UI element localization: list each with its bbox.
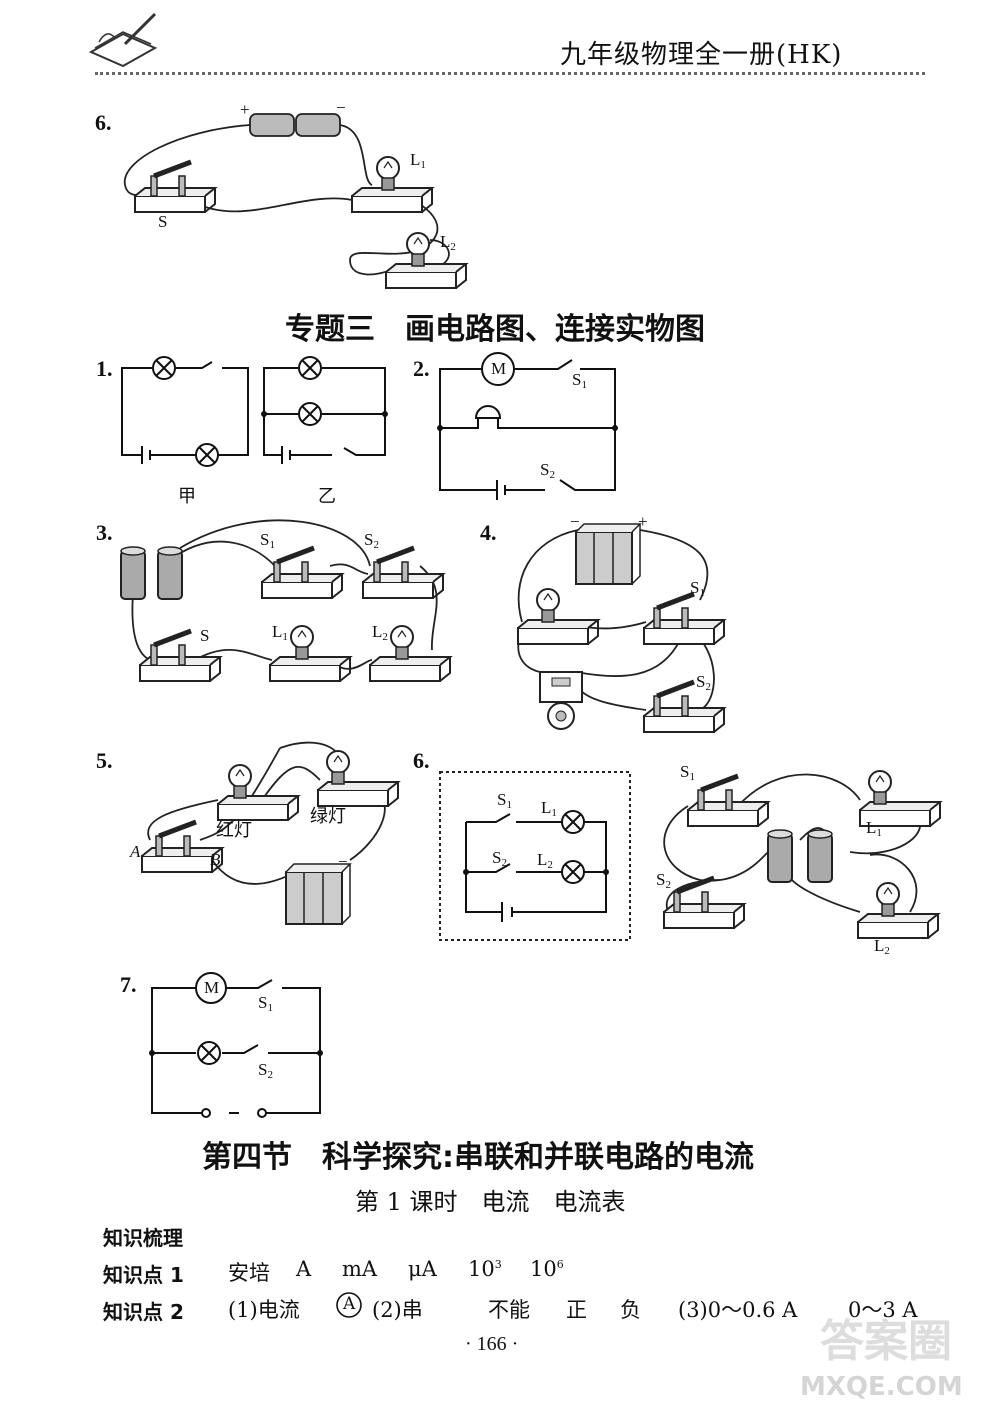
watermark-url: MXQE.COM <box>800 1372 963 1402</box>
kp1-unit-ampere: 安培 <box>228 1261 270 1285</box>
q3-l1-label: L1 <box>272 622 288 643</box>
topic3-title: 专题三 画电路图、连接实物图 <box>285 312 705 347</box>
top-lamp1-label: L1 <box>410 150 426 171</box>
notebook-pencil-icon <box>88 12 158 68</box>
header-logo <box>85 8 165 72</box>
kp1-ten-power-3: 103 <box>468 1257 502 1281</box>
header-rule <box>95 72 925 75</box>
kp1-ua: μA <box>408 1257 437 1281</box>
q6-dotted-frame <box>439 771 631 941</box>
kp2-range-small: (3)0～0.6 A <box>678 1298 798 1322</box>
q1-jia-circuit <box>121 361 249 464</box>
q6-circuit-diagram <box>465 813 607 922</box>
q3-l2-board <box>369 656 451 682</box>
q1-number: 1. <box>96 356 113 381</box>
page-number: · 166 · <box>465 1333 519 1355</box>
q4-battery-box <box>575 523 641 585</box>
q7-s1-label: S1 <box>258 993 273 1014</box>
q2-s1-label: S1 <box>572 370 587 391</box>
top-battery-minus: − <box>336 98 346 117</box>
kp2-circled-a: A <box>343 1294 356 1314</box>
top-lamp2-board <box>385 263 467 289</box>
kp2-negative: 负 <box>620 1298 641 1322</box>
q6-diagram-s1: S1 <box>497 790 512 811</box>
q6-number: 6. <box>413 748 430 773</box>
q3-s-label: S <box>200 626 210 645</box>
kp1-symbol-a: A <box>296 1257 312 1281</box>
kp1-ten-power-6: 106 <box>530 1257 564 1281</box>
kp2-positive: 正 <box>566 1298 587 1322</box>
q7-number: 7. <box>120 972 137 997</box>
q4-bell-icon <box>539 671 583 730</box>
q6-cell-left <box>767 829 793 883</box>
kp2-label: 知识点 2 <box>103 1300 184 1324</box>
q2-motor-icon <box>481 352 515 386</box>
q2-s2-label: S2 <box>540 460 555 481</box>
q5-green-lamp-label: 绿灯 <box>310 806 346 827</box>
q7-terminal-left <box>201 1108 211 1118</box>
ammeter-circle-icon <box>336 1292 362 1318</box>
q3-number: 3. <box>96 520 113 545</box>
top-lamp1-board <box>351 187 433 213</box>
q7-motor-icon <box>195 972 227 1004</box>
q4-number: 4. <box>480 520 497 545</box>
top-lamp2-label: L2 <box>440 232 456 253</box>
q4-minus: − <box>570 512 580 531</box>
q4-circuit-wires <box>517 529 715 711</box>
q2-motor-label: M <box>491 359 507 378</box>
q4-s1-label: S1 <box>690 578 705 599</box>
q1-jia-label: 甲 <box>178 486 196 507</box>
q5-battery-box <box>285 863 351 925</box>
q3-s1-label: S1 <box>260 530 275 551</box>
q6-pictorial-l2: L2 <box>874 936 890 957</box>
kp2-range-large: 0～3 A <box>848 1298 918 1322</box>
q7-motor-label: M <box>204 978 220 997</box>
q6-diagram-l1: L1 <box>541 798 557 819</box>
q3-s2-label: S2 <box>364 530 379 551</box>
top-battery-plus: + <box>240 100 250 119</box>
q3-circuit-wires <box>131 519 438 670</box>
q6-diagram-s2: S2 <box>492 848 507 869</box>
kp1-label: 知识点 1 <box>103 1263 184 1287</box>
q3-l2-label: L2 <box>372 622 388 643</box>
q2-number: 2. <box>413 356 430 381</box>
q7-circuit <box>151 979 321 1114</box>
q6-l2-board <box>857 913 939 939</box>
q5-number: 5. <box>96 748 113 773</box>
lesson-title: 第 1 课时 电流 电流表 <box>355 1188 626 1216</box>
knowledge-heading: 知识梳理 <box>103 1226 183 1250</box>
kp2-cannot: 不能 <box>488 1298 530 1322</box>
q3-l1-board <box>269 656 351 682</box>
q5-minus: − <box>338 852 348 871</box>
top-switch-label: S <box>158 212 168 231</box>
q7-s2-label: S2 <box>258 1060 273 1081</box>
q1-yi-label: 乙 <box>318 486 336 507</box>
book-title: 九年级物理全一册(HK) <box>560 40 843 70</box>
q6-pictorial-s1: S1 <box>680 762 695 783</box>
q5-red-lamp-label: 红灯 <box>216 820 252 841</box>
kp2-series: (2)串 <box>372 1298 423 1322</box>
q2-circuit <box>439 359 616 500</box>
q6-cell-right <box>807 829 833 883</box>
q4-s2-label: S2 <box>696 672 711 693</box>
top-q6-number: 6. <box>95 110 112 135</box>
top-switch-board <box>134 187 216 213</box>
section4-title: 第四节 科学探究:串联和并联电路的电流 <box>202 1140 754 1175</box>
q6-pictorial-l1: L1 <box>866 818 882 839</box>
q5-terminal-b: B <box>210 850 221 869</box>
q5-terminal-a: A <box>130 842 141 861</box>
q3-cell-right <box>157 546 183 600</box>
q6-pictorial-s2: S2 <box>656 870 671 891</box>
q1-yi-circuit <box>263 367 386 464</box>
q3-cell-left <box>120 546 146 600</box>
q7-terminal-right <box>257 1108 267 1118</box>
watermark-logo: 答案圈 <box>820 1316 952 1367</box>
kp1-ma: mA <box>342 1257 378 1281</box>
q4-lamp-board <box>517 619 599 645</box>
q6-diagram-l2: L2 <box>537 850 553 871</box>
kp2-current: (1)电流 <box>228 1298 300 1322</box>
q4-plus: + <box>638 512 648 531</box>
